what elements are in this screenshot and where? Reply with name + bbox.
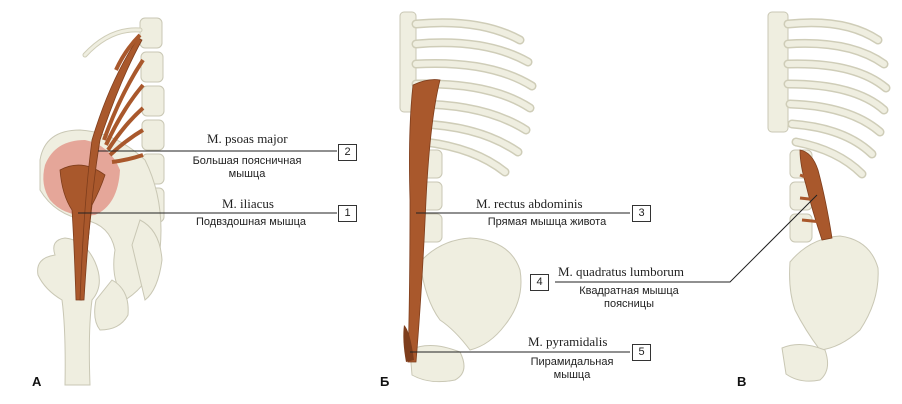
leader-line-4: [555, 194, 818, 283]
psoas-fascicle: [114, 33, 142, 71]
label-pyramidalis-russian: Пирамидальная мышца: [530, 356, 614, 381]
pelvis: [419, 237, 522, 351]
panel-c-muscles: [799, 149, 833, 241]
psoas-fascicle: [106, 106, 145, 152]
label-iliacus-latin: M. iliacus: [222, 196, 274, 211]
sternum: [767, 11, 789, 133]
label-psoas-major-russian: Большая поясничная мышца: [192, 155, 302, 180]
label-rectus-abdominis-latin: M. rectus abdominis: [476, 196, 583, 211]
vertebra: [140, 51, 164, 83]
sacrum: [131, 219, 163, 301]
label-number-4: 4: [530, 274, 549, 291]
psoas-fascicle: [102, 58, 145, 141]
panel-label-b: Б: [380, 374, 390, 389]
psoas-major-muscle: [79, 37, 143, 301]
label-number-1: 1: [338, 205, 357, 222]
rectus-abdominis-muscle: [407, 79, 441, 363]
label-quadratus-lumborum-latin: M. quadratus lumborum: [558, 264, 685, 279]
vertebra: [141, 119, 165, 151]
label-number-5: 5: [632, 344, 651, 361]
vertebra: [141, 85, 165, 117]
label-quadratus-lumborum-russian: Квадратная мышца поясницы: [579, 285, 679, 310]
label-pyramidalis-latin: M. pyramidalis: [528, 334, 608, 349]
pyramidalis-muscle: [403, 325, 414, 362]
pelvis: [789, 235, 879, 351]
femur: [37, 237, 100, 386]
label-iliacus-russian: Подвздошная мышца: [196, 216, 306, 228]
label-psoas-major-latin: M. psoas major: [207, 131, 288, 146]
panel-c-ribs: [783, 18, 891, 179]
label-number-2: 2: [338, 144, 357, 161]
ischium: [94, 279, 129, 331]
quadratus-fascicle: [799, 173, 823, 224]
panel-label-a: А: [32, 374, 42, 389]
panel-b-skeleton: [399, 11, 522, 383]
panel-label-c: В: [737, 374, 747, 389]
psoas-fascicle: [104, 83, 145, 146]
psoas-fascicle: [111, 153, 144, 164]
vertebra: [139, 17, 163, 49]
pubis: [409, 345, 465, 383]
rib: [83, 28, 142, 57]
panel-b-muscles: [403, 79, 441, 363]
psoas-fascicle: [108, 128, 145, 157]
label-rectus-abdominis-russian: Прямая мышца живота: [487, 216, 607, 228]
pubis: [781, 344, 829, 382]
panel-a-muscles: [59, 33, 145, 301]
label-number-3: 3: [632, 205, 651, 222]
